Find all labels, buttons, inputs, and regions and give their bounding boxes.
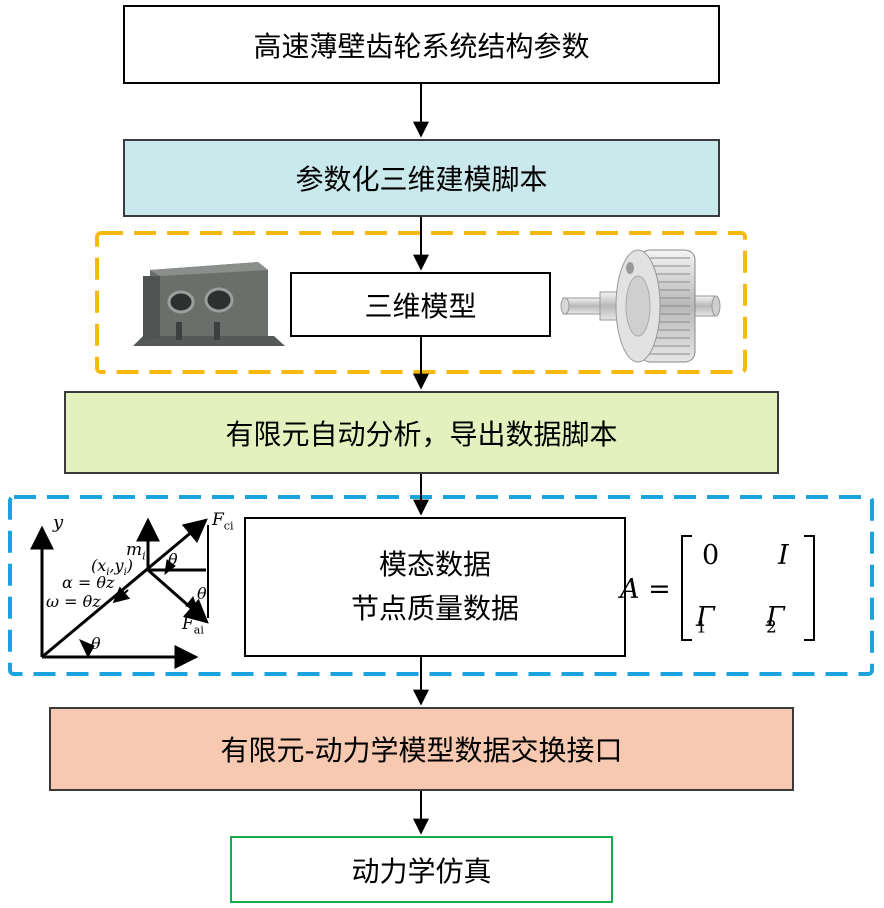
matrix-brackets bbox=[681, 535, 815, 641]
theta-label-top: θ bbox=[168, 550, 178, 569]
node-mass-data-label: 节点质量数据 bbox=[350, 592, 519, 625]
data-exchange-interface-box: 有限元-动力学模型数据交换接口 bbox=[49, 707, 794, 791]
3d-model-label: 三维模型 bbox=[364, 289, 477, 323]
y-axis-label: y bbox=[53, 512, 64, 533]
force-fc-label: Fci bbox=[212, 510, 234, 533]
parametric-modeling-label: 参数化三维建模脚本 bbox=[295, 163, 548, 196]
data-region-dashed-outline bbox=[8, 495, 874, 676]
fea-analysis-box: 有限元自动分析，导出数据脚本 bbox=[64, 391, 779, 474]
matrix-a12: I bbox=[778, 540, 789, 571]
gearbox-housing-bracket-icon bbox=[133, 262, 285, 346]
force-fa-label: Fai bbox=[182, 614, 204, 637]
structure-params-label: 高速薄壁齿轮系统结构参数 bbox=[253, 29, 590, 63]
modal-data-label: 模态数据 bbox=[378, 548, 491, 581]
omega-equation: ω = θz bbox=[46, 592, 101, 611]
matrix-lhs: A = bbox=[620, 574, 671, 605]
3d-model-box: 三维模型 bbox=[290, 272, 551, 337]
force-diagram bbox=[30, 517, 209, 669]
dynamics-simulation-box: 动力学仿真 bbox=[230, 836, 613, 903]
modal-data-box: 模态数据 节点质量数据 bbox=[244, 517, 626, 657]
theta-label-bottom: θ bbox=[91, 634, 101, 653]
fea-analysis-label: 有限元自动分析，导出数据脚本 bbox=[225, 417, 618, 451]
alpha-equation: α = θz bbox=[62, 573, 115, 592]
parametric-modeling-box: 参数化三维建模脚本 bbox=[123, 139, 720, 217]
structure-params-box: 高速薄壁齿轮系统结构参数 bbox=[123, 5, 720, 84]
dynamics-simulation-label: 动力学仿真 bbox=[351, 854, 492, 888]
coord-label: (xi,yi) bbox=[91, 556, 134, 579]
mass-label: mi bbox=[126, 540, 146, 563]
data-exchange-interface-label: 有限元-动力学模型数据交换接口 bbox=[220, 734, 623, 767]
matrix-a11: 0 bbox=[702, 540, 720, 571]
theta-label-right: θ bbox=[197, 584, 207, 603]
gear-shaft-icon bbox=[560, 249, 721, 363]
